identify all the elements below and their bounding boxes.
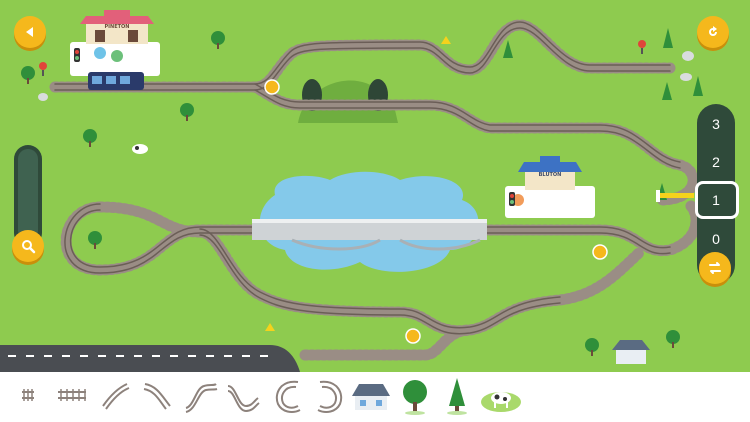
level-crossing [656,190,694,202]
decorations [38,36,694,364]
railway-tracks [49,19,702,361]
pineton-station [70,10,160,90]
diagonal-track-icon[interactable] [100,376,130,416]
speed-slider[interactable] [14,145,42,247]
gear-option-3[interactable]: 3 [712,116,720,132]
gear-option-1[interactable]: 1 [712,192,720,208]
zoom-button[interactable] [12,230,44,262]
road [0,345,300,372]
loop-track-right-icon[interactable] [314,376,346,416]
pineton-station-sign: PINETON [105,24,130,30]
s-curve-track-icon[interactable] [184,376,218,416]
pine-tree-icon[interactable] [444,376,470,416]
signals [74,48,515,206]
gear-option-0[interactable]: 0 [712,231,720,247]
straight-track-short-icon[interactable] [20,376,36,416]
bluton-station-sign: BLUTON [539,172,562,178]
track-switches [264,79,608,344]
back-button[interactable] [14,16,46,48]
back-arrow-icon [26,27,33,37]
gear-selected-indicator [695,181,739,219]
bluton-station [505,156,595,218]
straight-track-long-icon[interactable] [56,376,88,416]
loop-track-left-icon[interactable] [272,376,304,416]
direction-toggle-button[interactable] [699,252,731,284]
cow-icon[interactable] [480,376,522,416]
round-tree-icon[interactable] [400,376,430,416]
refresh-icon [709,26,717,36]
gear-option-2[interactable]: 2 [712,154,720,170]
wave-track-icon[interactable] [226,376,260,416]
magnifier-icon [22,240,36,254]
train-world-scene: PINETON BLUTON [0,10,703,372]
house-icon[interactable] [350,376,392,416]
bridge [252,219,487,251]
speed-slider-handle[interactable] [18,149,38,241]
reset-button[interactable] [697,16,729,48]
trees [21,28,703,356]
swap-arrows-icon [709,262,721,274]
curve-track-icon[interactable] [142,376,174,416]
